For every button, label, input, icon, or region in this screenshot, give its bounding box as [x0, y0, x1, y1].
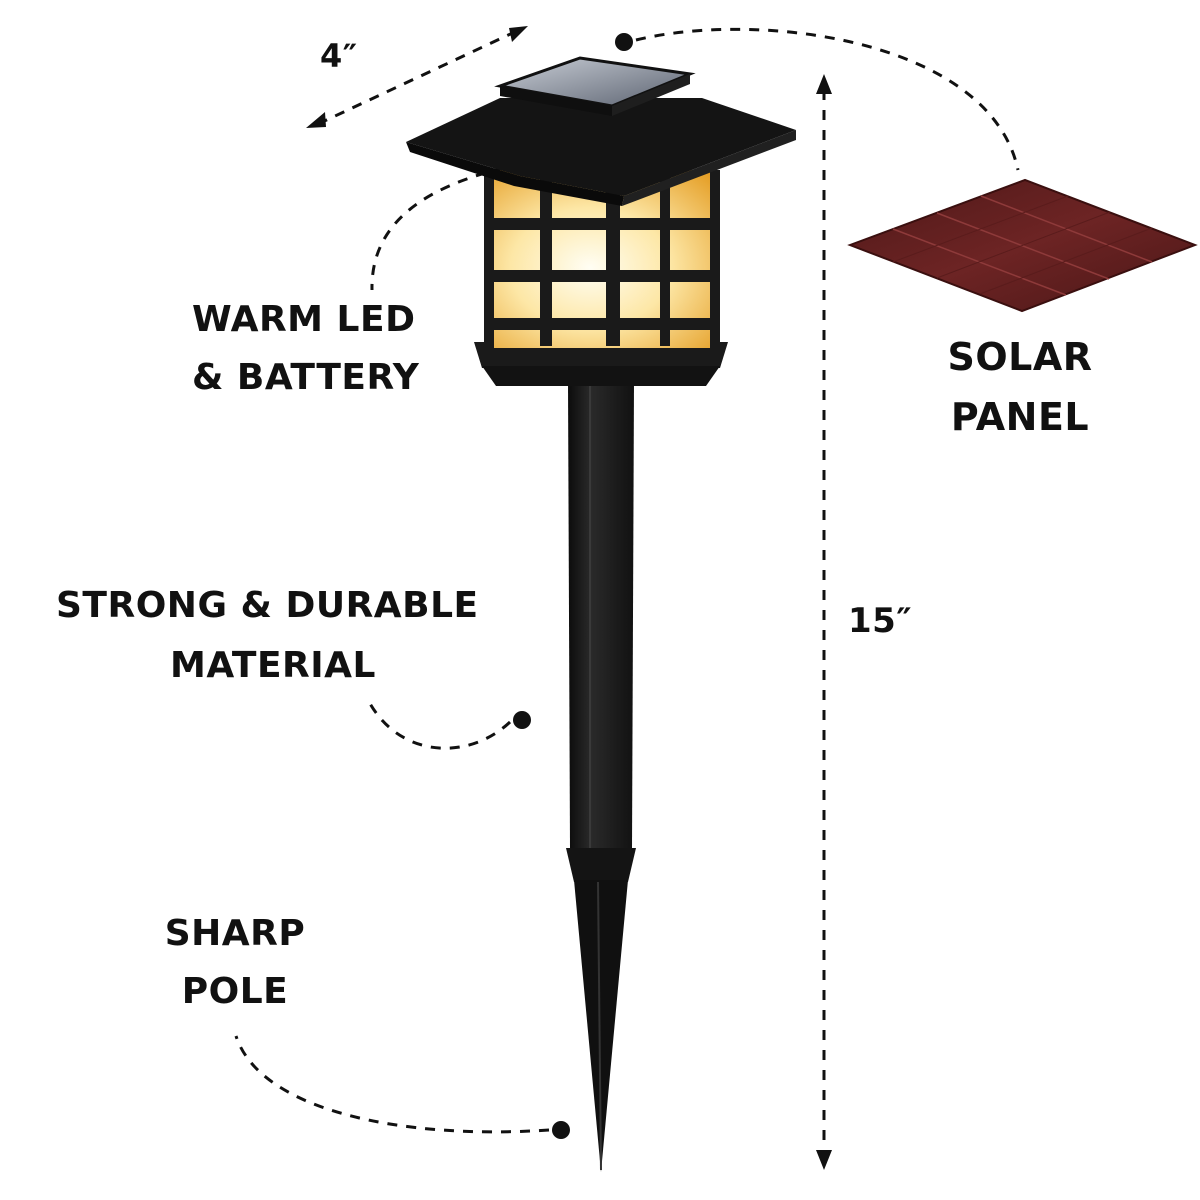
pole-leader-line	[234, 1035, 570, 1139]
led-label-line2: & BATTERY	[192, 357, 420, 398]
solar-panel-leader-line	[615, 27, 1020, 171]
pole-label-line1: SHARP	[164, 913, 306, 954]
height-label: 15″	[848, 601, 913, 641]
material-leader-line	[366, 699, 531, 750]
led-label-line1: WARM LED	[192, 299, 416, 340]
solar-label-line2: PANEL	[950, 395, 1090, 439]
width-label: 4″	[320, 37, 358, 75]
material-label-line2: MATERIAL	[170, 645, 376, 686]
material-label-line1: STRONG & DURABLE	[56, 585, 479, 626]
solar-panel-image	[847, 178, 1198, 313]
solar-label-line1: SOLAR	[947, 335, 1093, 379]
height-dimension-arrow	[816, 74, 832, 1170]
width-dimension-arrow	[306, 26, 528, 128]
pole-label-line2: POLE	[181, 971, 289, 1012]
solar-lamp	[406, 56, 796, 1172]
